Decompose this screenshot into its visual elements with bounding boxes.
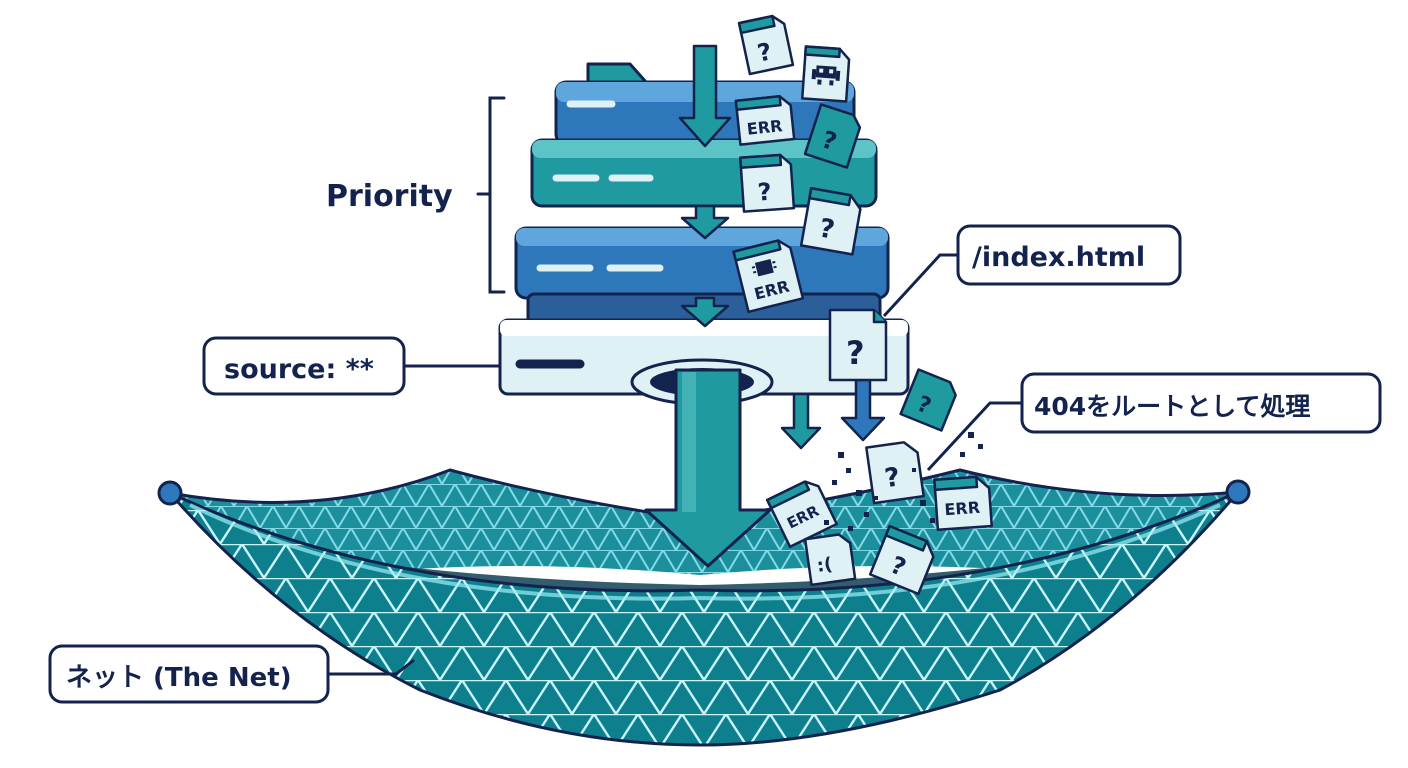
main-fall-arrow xyxy=(644,368,772,568)
question-doc-4: ? xyxy=(799,187,862,256)
net-callout: ネット (The Net) xyxy=(48,644,415,704)
sad-doc: :( xyxy=(803,533,857,587)
pixel-debris xyxy=(824,432,983,531)
source-callout: source: ** xyxy=(202,336,500,396)
side-arrows xyxy=(780,378,886,450)
net-anchor-left xyxy=(157,480,183,506)
error-doc-3: ERR xyxy=(933,475,993,532)
question-doc-7: ? xyxy=(868,524,935,596)
question-doc-3: ? xyxy=(738,153,796,213)
flow-arrow-1 xyxy=(678,44,732,148)
bug-icon xyxy=(811,65,841,86)
index-label: /index.html xyxy=(972,242,1145,273)
question-doc-5: ? xyxy=(899,368,957,432)
slot-lines xyxy=(515,100,664,369)
svg-text:?: ? xyxy=(755,37,774,67)
svg-text:?: ? xyxy=(883,462,902,494)
net-anchor-right xyxy=(1225,479,1251,505)
invader-doc xyxy=(800,45,851,103)
source-label: source: ** xyxy=(224,354,374,385)
error-doc-2: ERR xyxy=(732,239,805,314)
question-doc-1: ? xyxy=(737,14,795,76)
fallback-callout: 404をルートとして処理 xyxy=(926,372,1382,472)
flow-arrow-3 xyxy=(680,296,730,328)
error-doc-4: ERR xyxy=(765,480,839,549)
svg-text:ERR: ERR xyxy=(746,116,783,139)
chip-icon xyxy=(751,258,777,277)
svg-text:ERR: ERR xyxy=(944,498,981,519)
index-callout: /index.html xyxy=(882,224,1182,318)
priority-label: Priority xyxy=(326,179,453,214)
question-doc-6: ? xyxy=(865,441,925,505)
priority-bracket xyxy=(476,96,506,294)
net-label: ネット (The Net) xyxy=(66,663,292,693)
stray-documents: ? ERR ? ? xyxy=(732,14,993,596)
svg-text:?: ? xyxy=(846,334,865,372)
svg-text:?: ? xyxy=(817,214,837,246)
flow-arrow-2 xyxy=(680,204,730,240)
svg-text::(: :( xyxy=(816,554,834,577)
svg-text:?: ? xyxy=(757,178,773,207)
priority-flow-arrows xyxy=(678,44,732,328)
fallback-label: 404をルートとして処理 xyxy=(1034,392,1310,421)
index-doc: ? xyxy=(828,308,888,382)
error-doc-1: ERR xyxy=(734,94,796,146)
question-doc-2: ? xyxy=(803,103,862,169)
fallback-funnel xyxy=(630,358,774,568)
